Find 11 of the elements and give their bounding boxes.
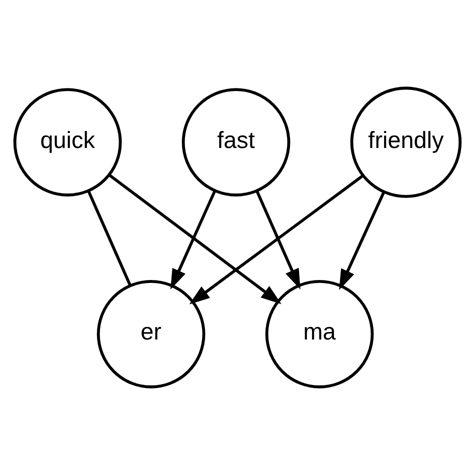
connector bbox=[86, 190, 132, 286]
node-circle: ma bbox=[264, 279, 374, 388]
arrow bbox=[255, 190, 300, 290]
node-circle: quick bbox=[12, 88, 122, 196]
node-circle: fast bbox=[181, 88, 290, 196]
arrow bbox=[170, 190, 216, 289]
node-circle: er bbox=[96, 279, 205, 388]
arrow bbox=[108, 173, 281, 304]
node-circle: friendly bbox=[350, 86, 462, 198]
arrow bbox=[338, 190, 385, 290]
arrow bbox=[188, 174, 364, 304]
